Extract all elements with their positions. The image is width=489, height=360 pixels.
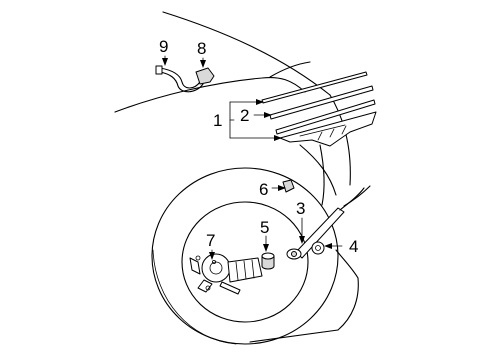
washer-connector — [195, 67, 215, 85]
wiper-blade-assembly — [261, 71, 377, 147]
vehicle-body-outline — [114, 11, 359, 343]
wiper-motor — [189, 253, 263, 295]
callout-2: 2 — [240, 106, 249, 125]
callout-7: 7 — [206, 231, 215, 250]
callout-4: 4 — [349, 237, 358, 256]
callout-5: 5 — [260, 218, 269, 237]
callout-8: 8 — [197, 39, 206, 58]
washer-nozzle-cap — [282, 179, 295, 193]
pivot-grommet — [261, 252, 275, 270]
callout-1: 1 — [213, 111, 222, 130]
washer-hose — [155, 65, 204, 93]
spare-tire — [151, 167, 339, 345]
leader-lines — [162, 55, 343, 260]
callout-3: 3 — [296, 199, 305, 218]
callout-9: 9 — [159, 37, 168, 56]
wiper-arm — [286, 185, 371, 260]
callout-6: 6 — [259, 180, 268, 199]
wiper-arm-nut — [311, 241, 325, 255]
